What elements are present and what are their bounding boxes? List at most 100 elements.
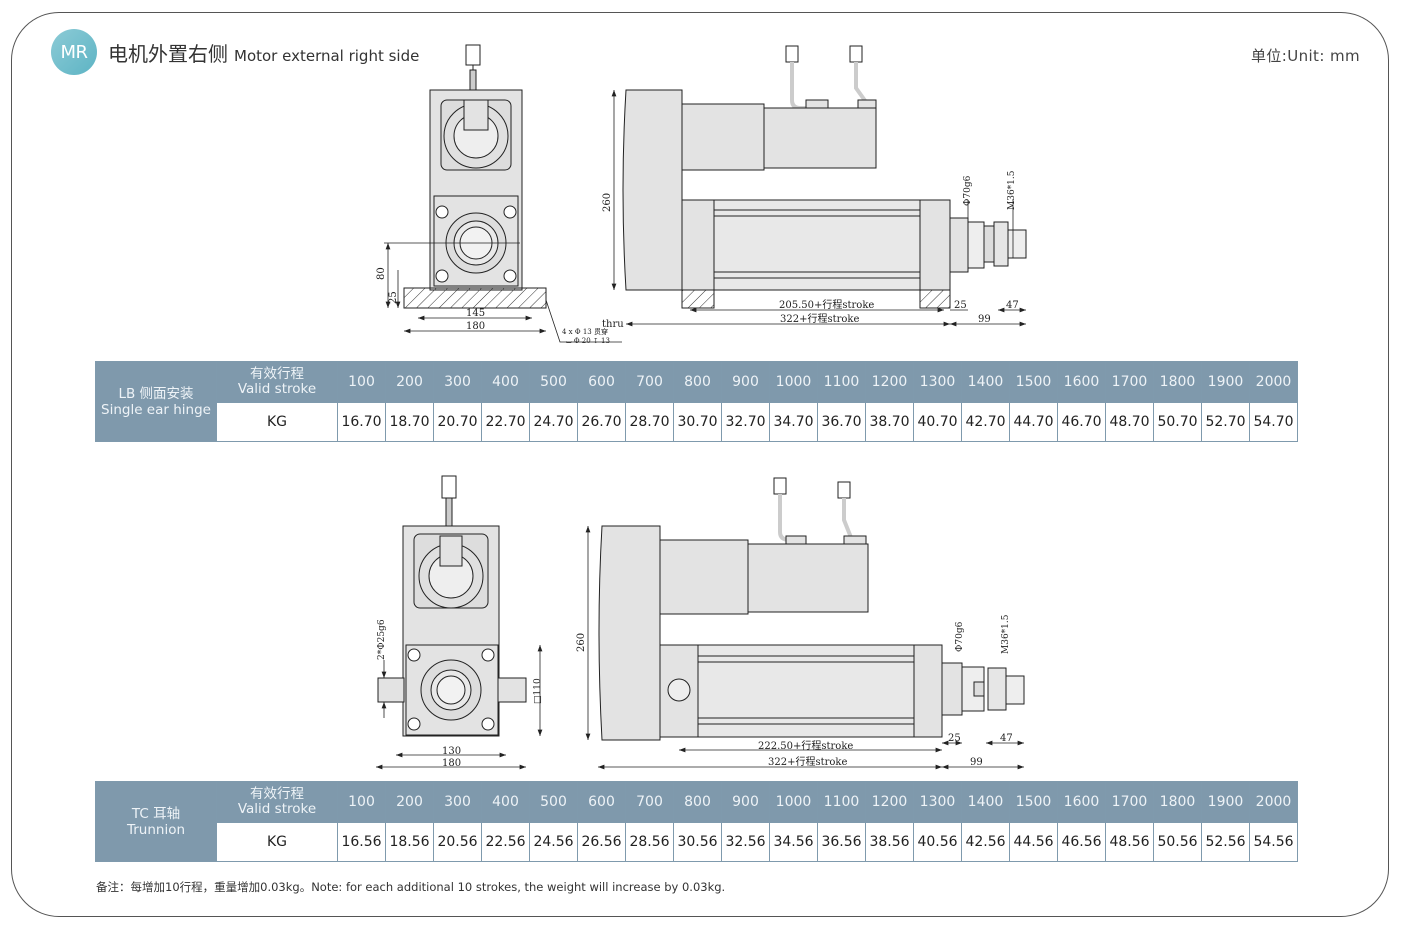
- table-weight-row: KG 16.70 18.70 20.70 22.70 24.70 26.70 2…: [96, 402, 1298, 442]
- stroke-cell: 400: [481, 361, 530, 403]
- dim-99: 99: [970, 757, 983, 768]
- weight-cell: 16.70: [337, 402, 386, 442]
- stroke-cell: 1700: [1105, 781, 1154, 823]
- stroke-header: 有效行程 Valid stroke: [216, 361, 338, 403]
- weight-cell: 26.56: [577, 822, 626, 862]
- dim-145: 145: [466, 308, 485, 319]
- dim-stroke-2: 322+行程stroke: [780, 312, 859, 325]
- weight-cell: 32.70: [721, 402, 770, 442]
- weight-cell: 48.56: [1105, 822, 1154, 862]
- top-front-dims: [385, 243, 622, 343]
- weight-cell: 54.56: [1249, 822, 1298, 862]
- dim-phi70: Φ70g6: [963, 175, 973, 206]
- dim-stroke-1: 205.50+行程stroke: [779, 298, 874, 311]
- stroke-cell: 900: [721, 781, 770, 823]
- stroke-cell: 1100: [817, 781, 866, 823]
- stroke-cell: 700: [625, 361, 674, 403]
- weight-cell: 30.70: [673, 402, 722, 442]
- mount-en: Single ear hinge: [101, 401, 211, 418]
- weight-cell: 46.56: [1057, 822, 1106, 862]
- stroke-cell: 1500: [1009, 781, 1058, 823]
- dim-260: 260: [602, 193, 613, 212]
- stroke-cell: 200: [385, 361, 434, 403]
- dim-25: 25: [388, 291, 399, 304]
- weight-cell: 20.70: [433, 402, 482, 442]
- stroke-cell: 300: [433, 781, 482, 823]
- bottom-side-view: [598, 477, 1025, 741]
- stroke-cell: 1900: [1201, 781, 1250, 823]
- mount-type-cell: TC 耳轴 Trunnion: [95, 781, 217, 862]
- dim-phi70: Φ70g6: [955, 621, 965, 652]
- weight-cell: 52.56: [1201, 822, 1250, 862]
- dim-stroke-1: 222.50+行程stroke: [758, 739, 853, 752]
- stroke-cell: 600: [577, 781, 626, 823]
- stroke-cell: 1300: [913, 361, 962, 403]
- weight-cell: 40.70: [913, 402, 962, 442]
- weight-cell: 36.70: [817, 402, 866, 442]
- weight-cell: 22.56: [481, 822, 530, 862]
- weight-table-tc: TC 耳轴 Trunnion 有效行程 Valid stroke 100 200…: [95, 781, 1298, 862]
- stroke-cell: 100: [337, 361, 386, 403]
- bottom-side-dims: [585, 526, 1024, 770]
- stroke-cell: 1600: [1057, 781, 1106, 823]
- bottom-front-view: [377, 475, 527, 737]
- dim-stroke-2: 322+行程stroke: [768, 755, 847, 768]
- weight-table-lb: LB 侧面安装 Single ear hinge 有效行程 Valid stro…: [95, 361, 1298, 442]
- stroke-cell: 700: [625, 781, 674, 823]
- weight-cell: 50.70: [1153, 402, 1202, 442]
- stroke-cell: 200: [385, 781, 434, 823]
- stroke-cell: 800: [673, 781, 722, 823]
- table-weight-row: KG 16.56 18.56 20.56 22.56 24.56 26.56 2…: [96, 822, 1298, 862]
- table-header-row: TC 耳轴 Trunnion 有效行程 Valid stroke 100 200…: [95, 781, 1298, 862]
- weight-cell: 44.56: [1009, 822, 1058, 862]
- mount-cn: TC 耳轴: [131, 805, 181, 822]
- mount-type-cell: LB 侧面安装 Single ear hinge: [95, 361, 217, 442]
- thru-label: thru: [602, 319, 624, 330]
- hole-spec-2: ⌴ Φ 20 ↧ 13: [566, 337, 610, 345]
- weight-cell: 24.70: [529, 402, 578, 442]
- stroke-header-cn: 有效行程: [250, 786, 304, 802]
- stroke-header-en: Valid stroke: [237, 381, 317, 397]
- stroke-cell: 600: [577, 361, 626, 403]
- stroke-header-en: Valid stroke: [237, 801, 317, 817]
- weight-cell: 54.70: [1249, 402, 1298, 442]
- weight-cell: 32.56: [721, 822, 770, 862]
- stroke-cell: 1000: [769, 361, 818, 403]
- weight-cell: 34.56: [769, 822, 818, 862]
- stroke-cell: 1000: [769, 781, 818, 823]
- dim-m36: M36*1.5: [1007, 170, 1017, 210]
- stroke-header: 有效行程 Valid stroke: [216, 781, 338, 823]
- bottom-front-dims: [376, 645, 543, 770]
- dim-phi25: 2*Φ25g6: [377, 619, 387, 660]
- stroke-cell: 500: [529, 361, 578, 403]
- stroke-cell: 1800: [1153, 361, 1202, 403]
- weight-cell: 22.70: [481, 402, 530, 442]
- stroke-cell: 1100: [817, 361, 866, 403]
- weight-cell: 36.56: [817, 822, 866, 862]
- kg-label: KG: [216, 822, 338, 862]
- dim-25: 25: [954, 300, 967, 311]
- top-front-view: [384, 44, 547, 309]
- stroke-cell: 1500: [1009, 361, 1058, 403]
- stroke-cell: 1700: [1105, 361, 1154, 403]
- stroke-cell: 800: [673, 361, 722, 403]
- stroke-cell: 1400: [961, 361, 1010, 403]
- stroke-cell: 300: [433, 361, 482, 403]
- weight-cell: 28.56: [625, 822, 674, 862]
- stroke-cell: 1900: [1201, 361, 1250, 403]
- stroke-cell: 2000: [1249, 781, 1298, 823]
- series-badge: MR: [51, 29, 97, 75]
- stroke-cell: 1200: [865, 781, 914, 823]
- dim-sq110: □110: [533, 678, 543, 704]
- weight-cell: 24.56: [529, 822, 578, 862]
- weight-cell: 38.56: [865, 822, 914, 862]
- hole-spec-1: 4 x Φ 13 贯穿: [562, 327, 608, 336]
- weight-cell: 42.56: [961, 822, 1010, 862]
- weight-cell: 18.70: [385, 402, 434, 442]
- dim-99: 99: [978, 314, 991, 325]
- table-header-row: LB 侧面安装 Single ear hinge 有效行程 Valid stro…: [95, 361, 1298, 442]
- stroke-header-cn: 有效行程: [250, 366, 304, 382]
- stroke-cell: 1600: [1057, 361, 1106, 403]
- dim-180: 180: [466, 321, 485, 332]
